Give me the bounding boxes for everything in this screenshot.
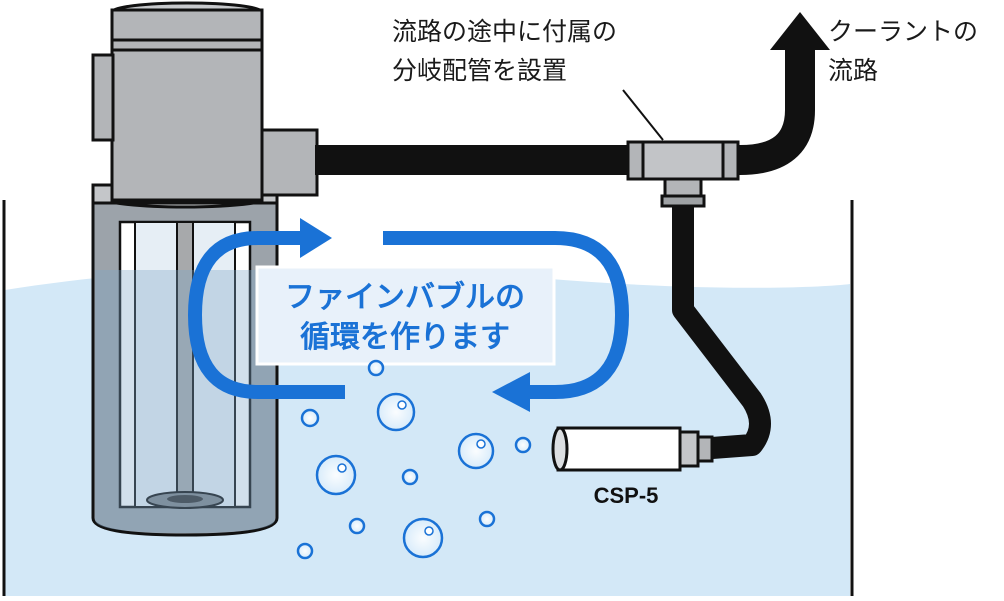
device-label: CSP-5 xyxy=(594,483,659,508)
bubble xyxy=(514,436,532,454)
coolant-label: クーラントの 流路 xyxy=(828,17,978,85)
coolant-label-line1: クーラントの xyxy=(828,17,978,46)
bubble xyxy=(367,359,385,377)
arrow-head-right xyxy=(300,218,332,258)
bubble xyxy=(296,542,314,560)
bubble-highlights xyxy=(337,400,486,536)
coolant-pipe xyxy=(315,12,830,175)
bubble xyxy=(457,432,495,470)
fine-bubble-box: ファインバブルの 循環を作ります xyxy=(255,265,556,366)
pump xyxy=(91,1,319,537)
coolant-label-line2: 流路 xyxy=(828,56,878,85)
bubble xyxy=(402,517,444,559)
circulation-arrows xyxy=(187,231,630,399)
csp5-device xyxy=(551,426,714,472)
bubble xyxy=(315,454,357,496)
fine-bubble-line2: 循環を作ります xyxy=(300,320,510,355)
bubble xyxy=(478,510,496,528)
tank xyxy=(2,200,854,596)
annotation-line2: 分岐配管を設置 xyxy=(392,56,567,85)
arrow-head-left xyxy=(492,372,530,412)
hose xyxy=(672,206,771,459)
bubble xyxy=(401,468,419,486)
bubble xyxy=(300,408,320,428)
bubble xyxy=(376,392,416,432)
branch-pipe xyxy=(626,140,740,208)
annotation-line1: 流路の途中に付属の xyxy=(392,17,617,46)
annotation: 流路の途中に付属の 分岐配管を設置 xyxy=(392,17,664,141)
bubble xyxy=(348,517,366,535)
fine-bubble-line1: ファインバブルの xyxy=(285,280,525,315)
